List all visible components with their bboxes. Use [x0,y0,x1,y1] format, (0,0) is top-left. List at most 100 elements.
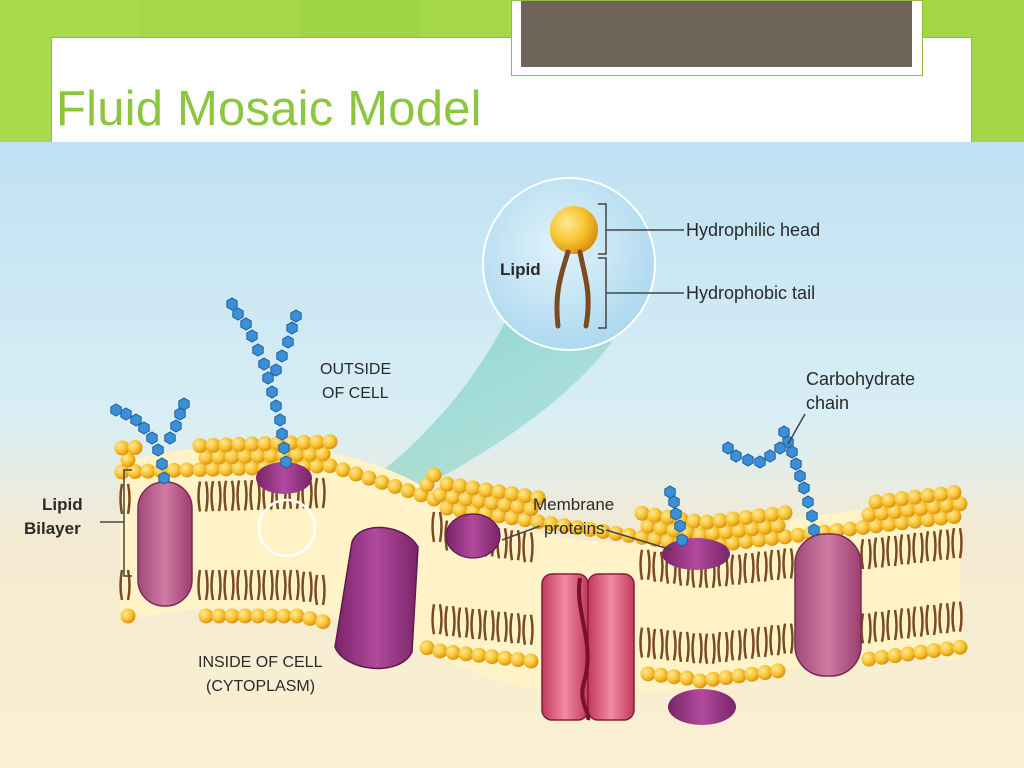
lipid-head [523,501,539,517]
lipid-head [939,641,955,657]
sugar-unit [240,317,252,331]
lipid-head [874,505,890,521]
sugar-unit [276,427,288,441]
membrane-proteins-label-line1: Membrane [533,495,614,514]
lipid-head [309,434,325,450]
lipid-tail [743,628,755,659]
lipid-head [361,470,377,486]
lipid-head [640,518,656,534]
lipid-head [653,520,669,536]
sugar-unit [156,457,168,471]
lipid-tail [522,531,534,563]
lipid-tail [860,538,872,570]
sugar-unit [670,507,682,521]
lipid-tail [210,569,222,601]
lipid-tail [886,535,898,567]
tail-bracket [598,257,684,329]
lipid-tail [951,601,963,632]
lipid-head [653,667,669,683]
lipid-tail [197,481,209,512]
lipid-head [861,651,877,667]
sugar-unit [138,421,150,435]
lipid-tail [704,633,716,664]
lipid-head [842,521,858,537]
lipid-head [634,529,650,545]
lipid-head [491,508,507,524]
lipid-tail [197,569,209,601]
lipid-head [439,500,455,516]
membrane-protein [668,689,736,725]
lipid-head [712,513,728,529]
lipid-tail [496,611,508,643]
lipid-head [790,527,806,543]
lipid-head [751,532,767,548]
lipid-head [315,614,331,630]
lipid-tail [483,610,495,641]
lipid-head [322,458,338,474]
lipid-head [250,608,266,624]
lipid-head [120,608,136,624]
accent-block [511,0,923,76]
lipid-head [744,521,760,537]
lipid-head [881,492,897,508]
lipid-tail [639,549,651,580]
lipid-head [302,611,318,626]
lipid-inset: Lipid Hydrophilic head Hydrophobic tail [482,177,820,351]
lipid-tail-icon [554,249,591,329]
lipid-head [777,505,793,521]
lipid-tail [925,604,937,636]
lipid-tail [730,554,742,585]
lipid-head [309,458,325,474]
lipid-head [452,502,468,518]
lipid-head [114,464,130,480]
lipid-head [224,449,240,465]
lipid-head [718,670,734,686]
lipid-head [868,494,884,510]
lipid-head-icon [550,206,598,254]
sugar-unit [722,441,734,455]
lipid-head [556,518,572,534]
lipid-tail [522,614,534,645]
protein-pointer [605,529,673,551]
lipid-tail [509,529,521,561]
sugar-unit [786,445,798,459]
lipid-head [920,488,936,504]
lipid-tail [223,569,235,601]
inside-of-cell-label-line1: INSIDE OF CELL [198,654,323,671]
lipid-head [731,522,747,538]
lipid-tail [938,529,950,560]
lipid-tail [652,551,664,582]
lipid-head [497,497,513,513]
lipid-tails [119,477,963,664]
lipid-tail [782,548,794,579]
lipid-head [218,461,234,477]
membrane-protein [445,513,501,559]
membrane-protein [794,533,862,677]
sugar-unit [286,321,298,335]
lipid-tail [899,608,911,639]
glycoprotein-head [256,462,312,494]
lipid-head [731,668,747,684]
sugar-unit [158,471,170,485]
lipid-tail [912,606,924,637]
sugar-unit [806,509,818,523]
lipid-tail [639,627,651,658]
lipid-head [523,653,539,669]
sugar-unit [290,309,302,323]
inset-circle [482,177,656,351]
glycoprotein-head [662,538,730,570]
lipid-head [205,461,221,477]
sugar-unit [764,449,776,463]
lipid-head [517,512,533,528]
lipid-head [510,499,526,515]
lipid-head [738,533,754,549]
lipid-head [952,639,968,655]
sugar-unit [270,399,282,413]
lipid-head [621,527,637,543]
membrane-proteins-label-line2: proteins [544,519,604,538]
sugar-unit [280,455,292,469]
lipid-head [666,669,682,685]
lipid-head [855,519,871,535]
sugar-unit [266,385,278,399]
